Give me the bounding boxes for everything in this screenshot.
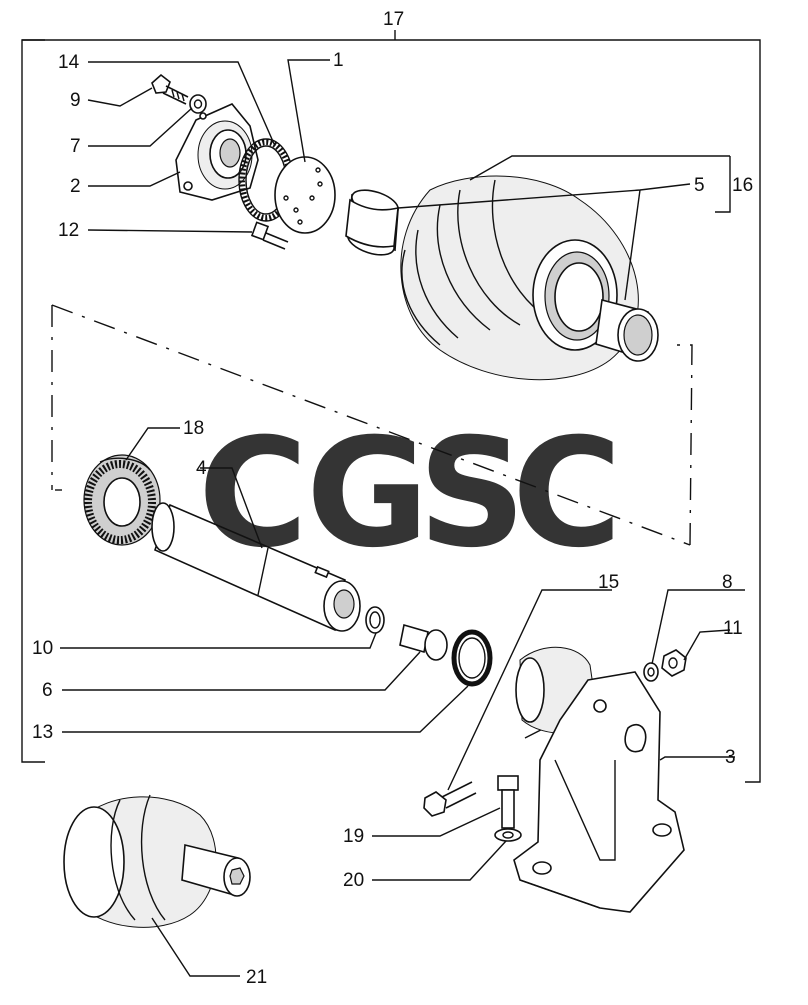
part-bushing-5b — [595, 298, 659, 362]
callout-14: 14 — [58, 52, 80, 73]
callout-18: 18 — [183, 418, 204, 439]
watermark-letter-2: G — [306, 407, 429, 581]
callout-labels: 17 14 1 9 7 2 12 5 16 18 4 15 8 11 10 6 … — [32, 9, 753, 988]
watermark-letter-3: S — [418, 407, 526, 581]
part-bolt-9 — [151, 73, 189, 105]
part-roller-16 — [400, 175, 639, 381]
part-oring-13 — [451, 629, 493, 687]
phantom-outline — [51, 304, 693, 739]
callout-16: 16 — [732, 175, 753, 196]
watermark-letter-1: C — [198, 407, 308, 581]
assembly-bracket — [21, 30, 761, 783]
part-washer-8 — [643, 662, 659, 682]
part-washer-20 — [494, 828, 522, 842]
part-screw-12 — [250, 221, 289, 250]
callout-3: 3 — [725, 747, 736, 768]
callout-15: 15 — [598, 572, 619, 593]
part-roller-assembly-21 — [63, 794, 251, 928]
part-bolt-19 — [497, 775, 519, 829]
part-support-3 — [513, 646, 685, 913]
part-plate-1 — [274, 156, 336, 234]
callout-4: 4 — [196, 458, 207, 479]
watermark-letter-4: C — [512, 407, 622, 581]
callout-13: 13 — [32, 722, 53, 743]
part-ring-10 — [365, 606, 385, 634]
callout-1: 1 — [333, 50, 344, 71]
callout-19: 19 — [343, 826, 364, 847]
part-plug-6 — [399, 623, 448, 661]
callout-2: 2 — [70, 176, 81, 197]
callout-17: 17 — [383, 9, 404, 30]
part-nut-11 — [661, 649, 687, 677]
callout-21: 21 — [246, 967, 267, 988]
callout-20: 20 — [343, 870, 364, 891]
part-bushing-5a — [345, 189, 399, 256]
callout-5: 5 — [694, 175, 705, 196]
callout-11: 11 — [723, 618, 743, 639]
part-seal-18 — [83, 454, 161, 546]
part-bolt-15 — [423, 781, 477, 817]
part-shaft-4 — [151, 502, 361, 632]
callout-8: 8 — [722, 572, 733, 593]
callout-6: 6 — [42, 680, 53, 701]
callout-12: 12 — [58, 220, 79, 241]
callout-9: 9 — [70, 90, 81, 111]
leader-lines — [60, 59, 745, 977]
part-washer-7 — [189, 94, 207, 114]
callout-10: 10 — [32, 638, 53, 659]
watermark-logo: C G S C — [198, 407, 622, 581]
callout-7: 7 — [70, 136, 81, 157]
